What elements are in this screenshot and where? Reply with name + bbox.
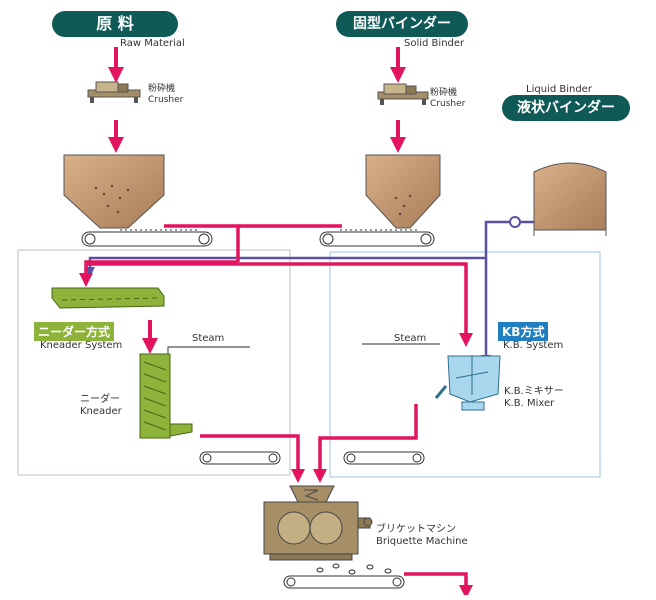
steam-label-kneader: Steam [192,333,225,344]
briquette-label-en: Briquette Machine [376,536,468,547]
kneader-machine [139,353,193,439]
hopper-left [63,154,165,229]
crusher-left-label-jp: 粉砕機 [148,84,176,94]
kneader-label-jp: ニーダー [80,394,120,405]
liquid-binder-title: 液状バインダー [502,95,630,121]
hopper-powder [94,184,412,216]
pre-mixer [51,287,165,309]
conveyor-right [319,229,435,247]
briquette-label-jp: ブリケットマシン [376,524,456,535]
feed-to-kneader [79,260,238,287]
kb-mixer-label-en: K.B. Mixer [504,398,555,409]
crusher-right-label-en: Crusher [430,99,466,109]
hopper-right [365,154,441,229]
crusher-left-icon [87,81,141,103]
pump-icon [509,216,521,228]
kneader-output [200,434,305,483]
crusher-right-label-jp: 粉砕機 [430,88,458,98]
final-output-arrow [404,572,473,599]
kb-system-tag: KB方式 [498,322,549,341]
steam-label-mixer: Steam [394,333,427,344]
kneader-system-box [17,249,291,476]
steam-line-kneader [167,346,250,356]
conveyor-left [81,229,213,247]
raw-material-title: 原 料 [52,11,178,37]
kb-system-box [329,251,601,478]
conveyor-mixer [343,451,425,465]
crusher-left-label-en: Crusher [148,95,184,105]
briquette-machine [263,485,373,561]
liquid-binder-tank [533,162,607,231]
crusher-right-icon [377,83,429,105]
kb-mixer-label-jp: K.B.ミキサー [504,386,564,397]
kb-system-label: K.B. System [503,340,564,351]
kneader-system-label: Kneader System [40,340,123,351]
conveyor-kneader [199,451,281,465]
kb-mixer-machine [434,355,501,411]
kneader-label-en: Kneader [80,406,122,417]
solid-binder-label: Solid Binder [404,38,465,49]
kneader-system-tag: ニーダー方式 [34,322,115,341]
liquid-binder-label: Liquid Binder [526,84,592,95]
output-conveyor [283,563,405,589]
feed-to-mixer [86,262,473,347]
raw-material-label: Raw Material [120,38,185,49]
solid-binder-title: 固型バインダー [336,11,468,37]
mixer-output [313,404,418,483]
